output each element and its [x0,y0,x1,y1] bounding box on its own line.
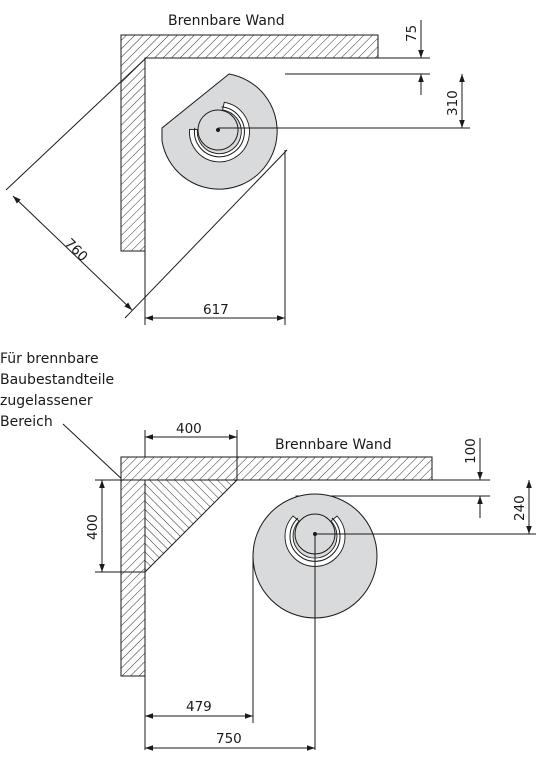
zone-label-line-2: Baubestandteile [0,372,114,388]
wall-label-1: Brennbare Wand [168,13,285,29]
dim-479: 479 [186,699,212,715]
dim-400-left: 400 [85,514,101,540]
diagram-wall: Für brennbare Baubestandteile zugelassen… [0,351,536,751]
dim-310: 310 [445,90,461,116]
zone-label-line-3: zugelassener [0,393,93,409]
dim-617: 617 [203,302,229,318]
dim-750: 750 [216,731,242,747]
dim-760: 760 [61,236,91,266]
dim-400-top: 400 [176,421,202,437]
dim-75: 75 [404,25,420,42]
stove-burner-1 [189,101,250,163]
allowed-zone [144,479,239,574]
diagram-corner: Brennbare Wand 75 310 760 617 [5,13,470,325]
stove-body-1 [161,73,278,190]
dim-100: 100 [463,438,479,464]
zone-label-line-1: Für brennbare [0,351,99,367]
wall-label-2: Brennbare Wand [275,437,392,453]
zone-label-line-4: Bereich [0,414,53,430]
dim-240: 240 [512,495,528,521]
